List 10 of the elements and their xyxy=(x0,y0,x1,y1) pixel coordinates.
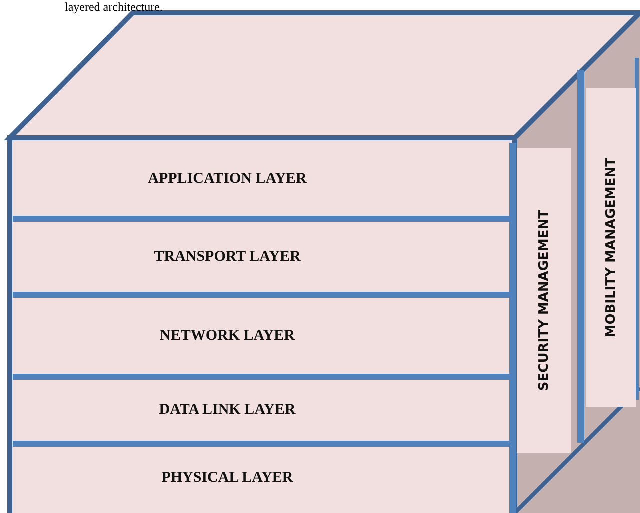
panel-label: MOBILITY MANAGEMENT xyxy=(604,158,618,338)
side-panel xyxy=(517,148,571,453)
caption-text: layered architecture. xyxy=(65,1,163,13)
layer-label: TRANSPORT LAYER xyxy=(154,248,301,266)
layer-label: APPLICATION LAYER xyxy=(148,171,307,188)
side-panel xyxy=(586,88,636,407)
layer-label: DATA LINK LAYER xyxy=(159,402,296,419)
layer-label: PHYSICAL LAYER xyxy=(162,470,294,486)
layer-label: NETWORK LAYER xyxy=(160,328,295,344)
panel-label: SECURITY MANAGEMENT xyxy=(536,210,552,392)
